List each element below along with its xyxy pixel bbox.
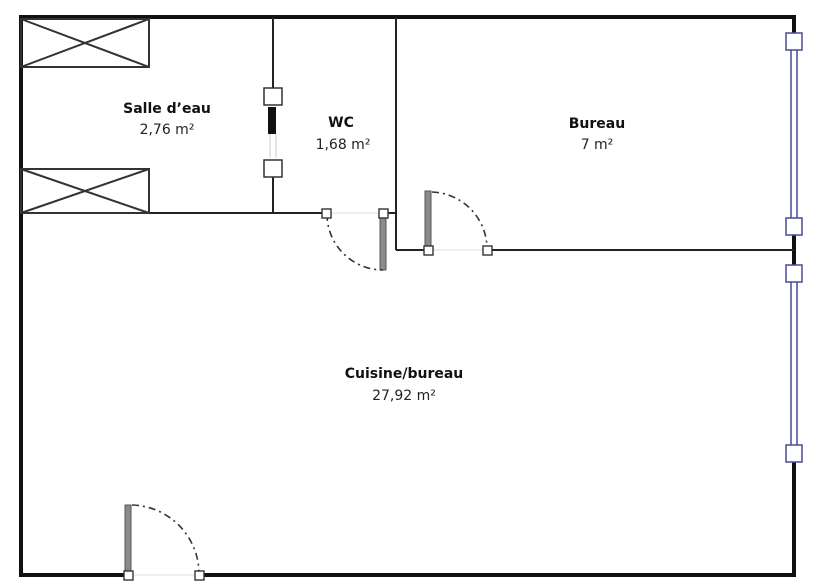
window-node [785,32,803,51]
room-cuisine-bureau[interactable]: Cuisine/bureau 27,92 m² [345,366,464,404]
door-swing-arc [131,504,200,573]
door-leaf [424,190,432,250]
window-node [785,264,803,283]
window-node [785,217,803,236]
room-salle-deau[interactable]: Salle d’eau 2,76 m² [123,101,211,138]
inner-walls [21,17,794,251]
room-wc[interactable]: WC 1,68 m² [316,115,371,153]
room-name: Bureau [569,116,625,132]
door-hinge [423,245,434,256]
cabinet-top [20,18,150,68]
door-hinge [321,208,332,219]
window-cuisine [785,264,803,463]
door-swing-arc [431,191,488,250]
room-name: Salle d’eau [123,101,211,117]
room-area: 1,68 m² [316,137,371,153]
room-name: Cuisine/bureau [345,366,464,382]
room-area: 2,76 m² [140,122,195,138]
room-name: WC [328,115,354,131]
room-area: 27,92 m² [372,388,436,404]
cabinet-bottom [20,168,150,214]
door-hinge [482,245,493,256]
door-swing-arc [326,213,384,271]
window-node [785,444,803,463]
door-bureau[interactable] [423,190,493,256]
door-hinge [123,570,134,581]
door-entrance[interactable] [123,504,205,581]
window-node [263,159,283,178]
room-bureau[interactable]: Bureau 7 m² [569,116,625,153]
door-hinge [194,570,205,581]
door-hinge [378,208,389,219]
door-leaf [379,213,387,271]
door-leaf [124,504,132,574]
room-area: 7 m² [581,137,614,153]
internal-window-salle-wc [263,87,283,178]
window-bureau [785,32,803,236]
window-node [263,87,283,106]
door-wc[interactable] [321,208,389,271]
